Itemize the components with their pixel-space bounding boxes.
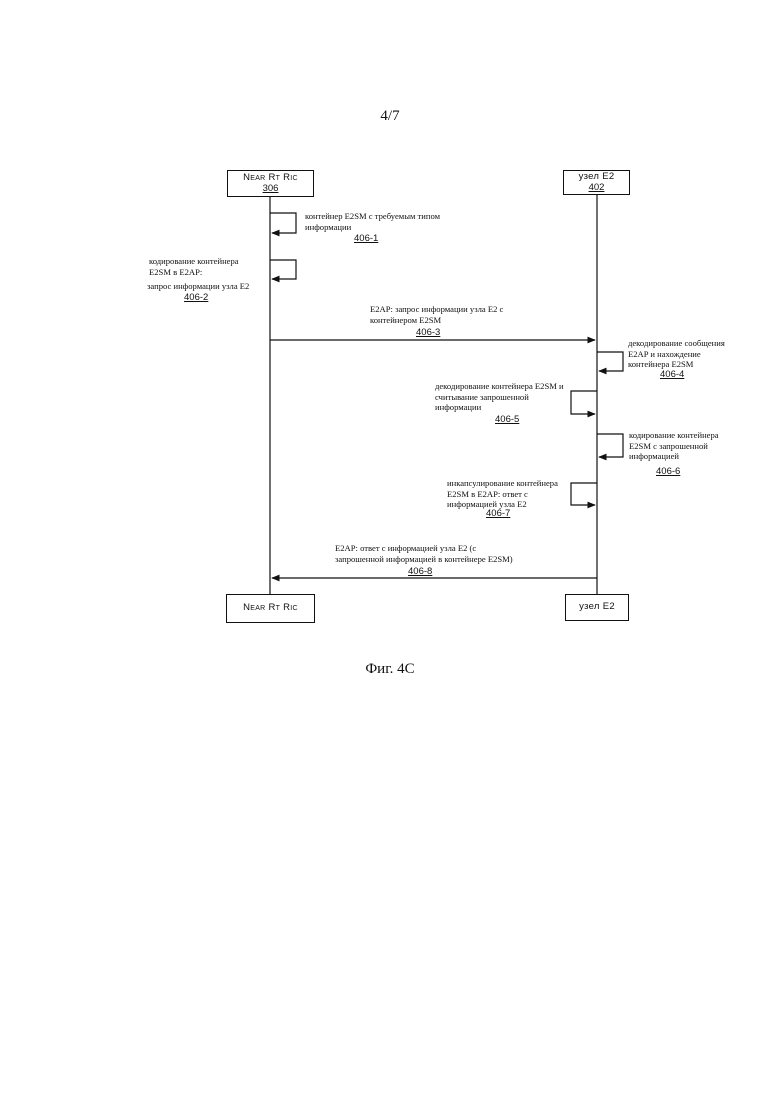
step-406-5-text: декодирование контейнера E2SM и считыван…: [435, 381, 595, 413]
step-406-1-text: контейнер E2SM с требуемым типом информа…: [305, 211, 485, 232]
e2-node-participant-box-bottom: узел E2: [565, 594, 629, 621]
ric-participant-box-top: Near Rt Ric 306: [227, 170, 314, 197]
step-406-1-ref: 406-1: [354, 233, 378, 244]
self-arrow-406-4: [597, 352, 623, 371]
step-406-4-text: декодирование сообщения E2AP и нахождени…: [628, 338, 758, 370]
step-406-7-text: инкапсулирование контейнера E2SM в E2AP:…: [447, 478, 577, 510]
step-406-7-ref: 406-7: [486, 508, 510, 519]
step-406-8-text: E2AP: ответ с информацией узла E2 (с зап…: [335, 543, 555, 564]
ric-name: Near Rt Ric: [243, 173, 298, 184]
step-406-5-ref: 406-5: [495, 414, 519, 425]
self-arrow-406-1: [270, 213, 296, 233]
e2-node-name: узел E2: [579, 172, 615, 183]
self-arrow-406-2: [270, 260, 296, 279]
step-406-3-text: E2AP: запрос информации узла E2 с контей…: [370, 304, 560, 325]
e2-node-ref: 402: [589, 183, 605, 194]
step-406-2-text-a: кодирование контейнера E2SM в E2AP:: [149, 256, 269, 277]
step-406-2-ref: 406-2: [184, 292, 208, 303]
step-406-3-ref: 406-3: [416, 327, 440, 338]
e2-node-name-bottom: узел E2: [579, 602, 615, 613]
ric-ref: 306: [263, 184, 279, 195]
step-406-8-ref: 406-8: [408, 566, 432, 577]
step-406-2-text-b: запрос информации узла E2: [147, 281, 277, 292]
e2-node-participant-box-top: узел E2 402: [563, 170, 630, 195]
ric-participant-box-bottom: Near Rt Ric: [226, 594, 315, 623]
step-406-6-text: кодирование контейнера E2SM с запрошенно…: [629, 430, 759, 462]
ric-name-bottom: Near Rt Ric: [243, 603, 298, 614]
self-arrow-406-6: [597, 434, 623, 457]
step-406-4-ref: 406-4: [660, 369, 684, 380]
step-406-6-ref: 406-6: [656, 466, 680, 477]
